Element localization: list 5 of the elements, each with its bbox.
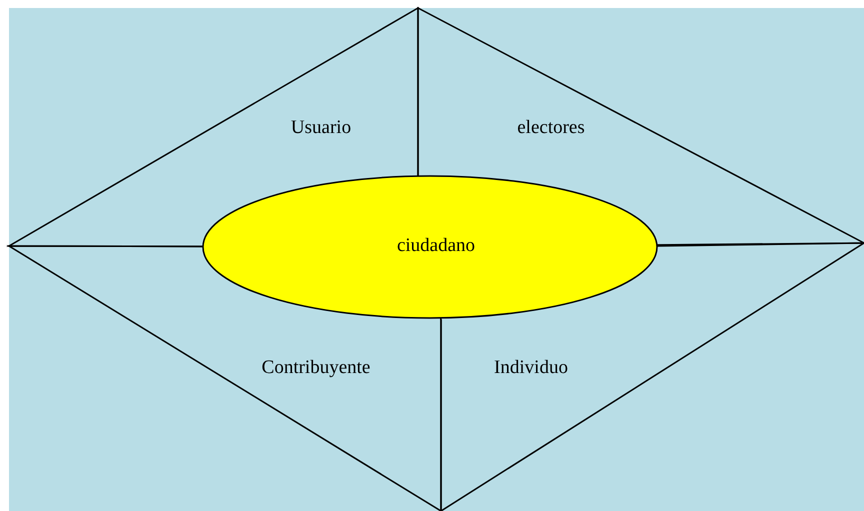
- region-label: Individuo: [494, 357, 568, 379]
- center-label: ciudadano: [396, 235, 476, 257]
- region-label: Contribuyente: [262, 357, 370, 379]
- region-label: Usuario: [290, 117, 352, 139]
- region-label: electores: [517, 117, 585, 139]
